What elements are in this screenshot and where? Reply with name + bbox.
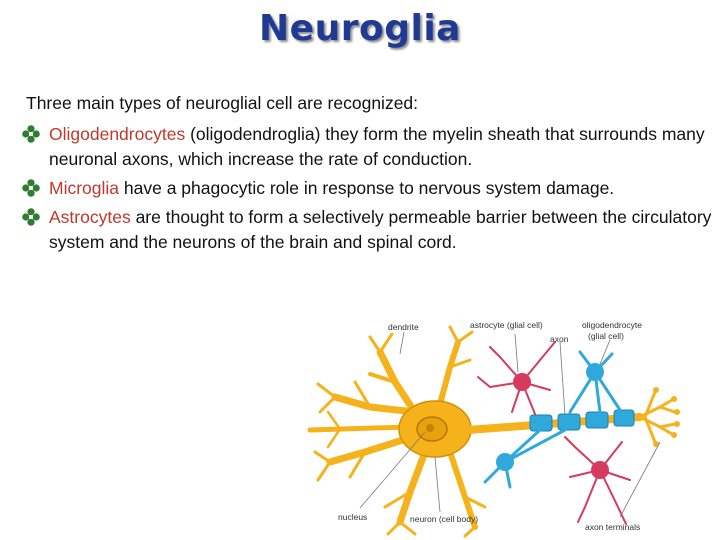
myelin-sheath	[529, 409, 635, 432]
bullet-astrocytes: Astrocytes are thought to form a selecti…	[22, 205, 712, 255]
term-microglia: Microglia	[49, 178, 120, 198]
neuron-glia-diagram: dendrite astrocyte (glial cell) oligoden…	[307, 320, 680, 538]
label-nucleus: nucleus	[338, 512, 367, 522]
page-title: Neuroglia	[259, 8, 461, 49]
label-axon-terminals: axon terminals	[585, 522, 640, 532]
bullet-list: Oligodendrocytes (oligodendroglia) they …	[22, 122, 712, 259]
label-astrocyte: astrocyte (glial cell)	[470, 320, 543, 330]
diamond-bullet-icon	[22, 125, 40, 143]
astrocyte-top	[477, 341, 556, 415]
bullet-oligodendrocytes: Oligodendrocytes (oligodendroglia) they …	[22, 122, 712, 172]
neuron-dendrites	[307, 325, 487, 538]
bullet-text: have a phagocytic role in response to ne…	[119, 178, 615, 198]
label-oligodendrocyte-sub: (glial cell)	[588, 331, 624, 341]
axon	[464, 413, 644, 434]
intro-text: Three main types of neuroglial cell are …	[26, 93, 419, 113]
diamond-bullet-icon	[22, 179, 40, 197]
bullet-microglia: Microglia have a phagocytic role in resp…	[22, 176, 712, 201]
oligodendrocyte-top	[568, 350, 622, 414]
bullet-text: (oligodendroglia) they form the myelin s…	[49, 124, 705, 169]
axon-terminals	[638, 390, 677, 444]
diamond-bullet-icon	[22, 208, 40, 226]
label-neuron: neuron (cell body)	[410, 514, 478, 524]
label-dendrite: dendrite	[388, 322, 419, 332]
term-astrocytes: Astrocytes	[49, 207, 131, 227]
label-axon: axon	[550, 334, 569, 344]
term-oligodendrocytes: Oligodendrocytes	[49, 124, 186, 144]
label-oligodendrocyte: oligodendrocyte	[582, 320, 642, 330]
oligodendrocyte-bottom	[483, 428, 567, 489]
astrocyte-bottom	[564, 436, 631, 525]
bullet-text: are thought to form a selectively permea…	[49, 207, 712, 252]
